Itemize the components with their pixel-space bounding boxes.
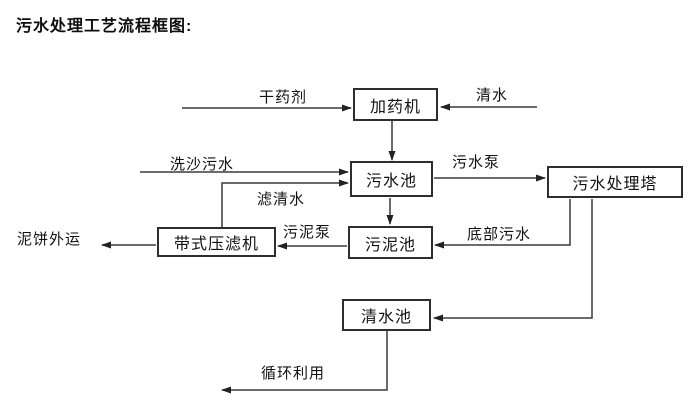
page-title: 污水处理工艺流程框图: xyxy=(16,18,193,35)
arrow-filtered-water-press-to-sewage-pool xyxy=(221,179,349,227)
label-clear-water: 清水 xyxy=(476,87,509,104)
label-dry-chemical: 干药剂 xyxy=(259,89,308,106)
label-sewage-pump: 污水泵 xyxy=(452,154,501,171)
arrow-tower-to-clear-water-pool xyxy=(433,199,593,322)
arrow-clear-water-pool-to-recycling xyxy=(221,331,388,394)
label-sludge-pump: 污泥泵 xyxy=(283,224,332,241)
node-treatment-tower: 污水处理塔 xyxy=(547,166,683,198)
label-bottom-sewage: 底部污水 xyxy=(467,226,532,243)
node-sewage-pool: 污水池 xyxy=(350,161,433,197)
arrow-bottom-sewage-tower-to-sludge-pool xyxy=(434,199,571,249)
node-sludge-pool: 污泥池 xyxy=(348,226,433,259)
node-clear-water-pool: 清水池 xyxy=(342,299,431,331)
node-belt-filter-press: 带式压滤机 xyxy=(157,227,276,257)
label-mud-cake-out: 泥饼外运 xyxy=(17,231,82,248)
label-sand-washing-sewage: 洗沙污水 xyxy=(170,156,235,173)
label-filtered-water: 滤清水 xyxy=(257,191,306,208)
node-dosing-machine: 加药机 xyxy=(353,88,438,121)
label-recycling: 循环利用 xyxy=(261,365,326,382)
